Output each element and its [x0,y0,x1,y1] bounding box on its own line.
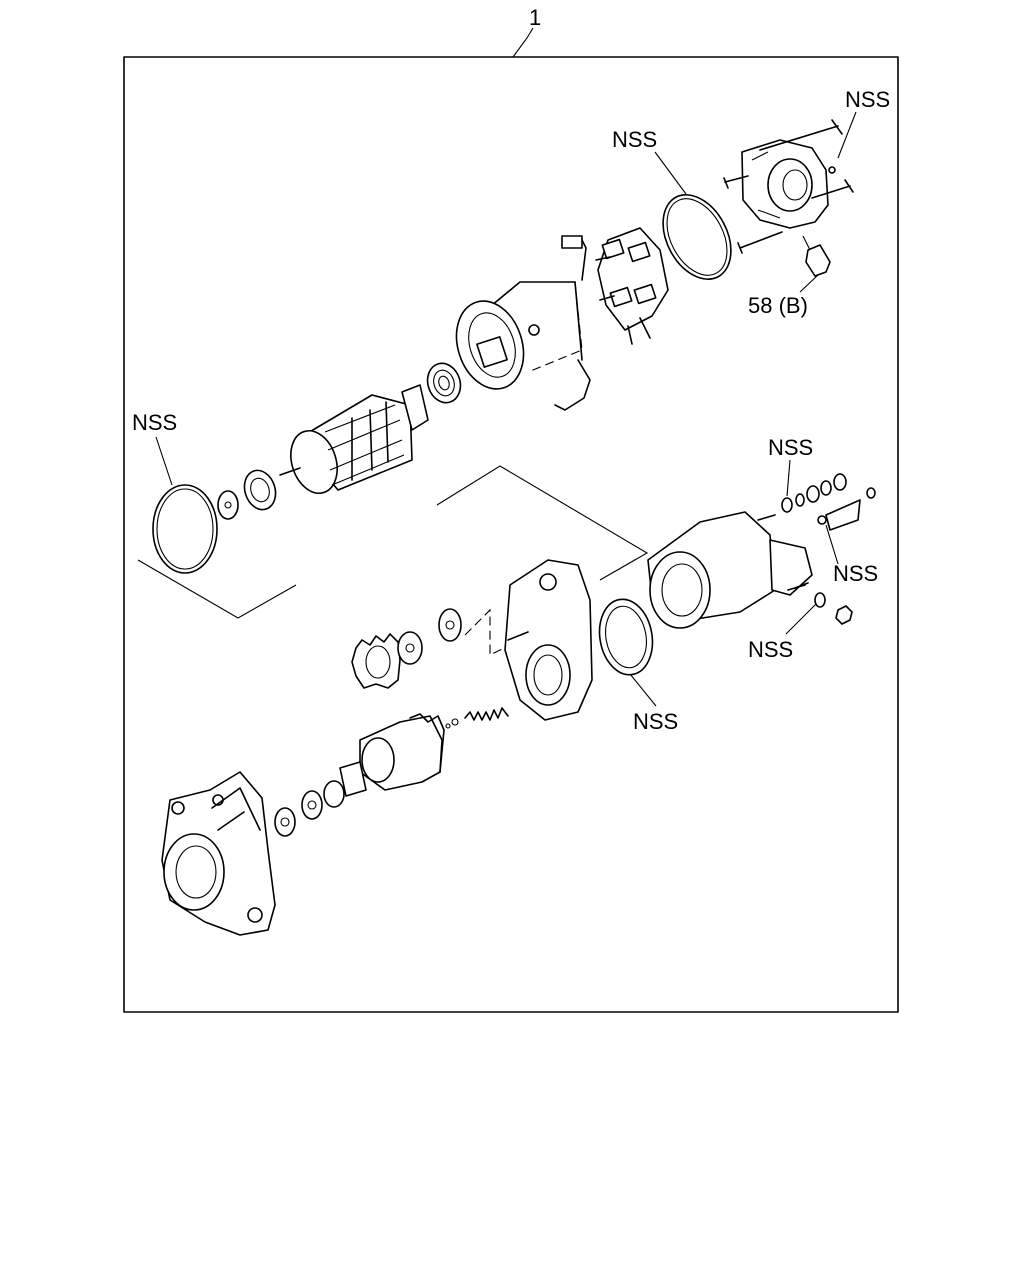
bushing [805,244,831,277]
o-ring-front [152,484,218,574]
label-nss-washer-top: NSS [768,435,813,460]
brush-holder [595,227,669,345]
front-bearing-washer [217,490,239,520]
brush-terminal-top [561,235,583,249]
solenoid-housing [647,511,813,629]
pinion-washer-2 [274,807,296,837]
idler-gear [351,633,401,689]
terminal-hardware-bottom [794,582,853,625]
leader-nss-oring-top [654,151,687,195]
group-bracket-left [137,559,297,619]
leader-nss-washer-bottom [785,603,817,635]
label-nss-housing-seal: NSS [633,709,678,734]
housing-seal-ring [598,598,654,676]
leader-nss-oring-left [155,436,173,486]
bushing-leader [802,235,811,251]
yoke-field-frame [455,281,583,390]
pinion-clutch [323,713,445,808]
label-nss-oring-left: NSS [132,410,177,435]
label-nss-washer-bottom: NSS [748,637,793,662]
label-bushing-ref: 58 (B) [748,293,808,318]
leader-nss-terminal [825,524,839,565]
group-bracket-center [436,465,649,581]
assembly-number: 1 [529,5,541,30]
leader-nss-end-frame [837,111,857,159]
spacer-washer [438,608,462,642]
idler-gear-retainer [397,631,423,665]
label-nss-terminal: NSS [833,561,878,586]
return-spring [464,707,509,721]
center-housing [504,559,593,721]
terminal-plate [817,499,861,531]
pinion-washer-1 [301,790,323,820]
rear-end-frame [723,119,854,254]
armature [279,384,429,494]
assembly-leader [512,27,534,58]
field-lead [554,359,591,411]
leader-nss-housing-seal [629,673,657,707]
o-ring-rear [662,194,732,280]
drive-end-housing [161,771,276,936]
terminal-hardware-top [781,473,876,513]
leader-nss-washer-top [786,459,791,497]
group-bracket-gear [464,608,521,656]
front-bearing [243,469,277,511]
label-nss-end-frame: NSS [845,87,890,112]
armature-bearing-rear [426,362,462,404]
bushing-label-leader [799,274,819,293]
assembly-frame [123,56,899,1013]
label-nss-oring-top: NSS [612,127,657,152]
end-frame-washer [828,166,836,174]
